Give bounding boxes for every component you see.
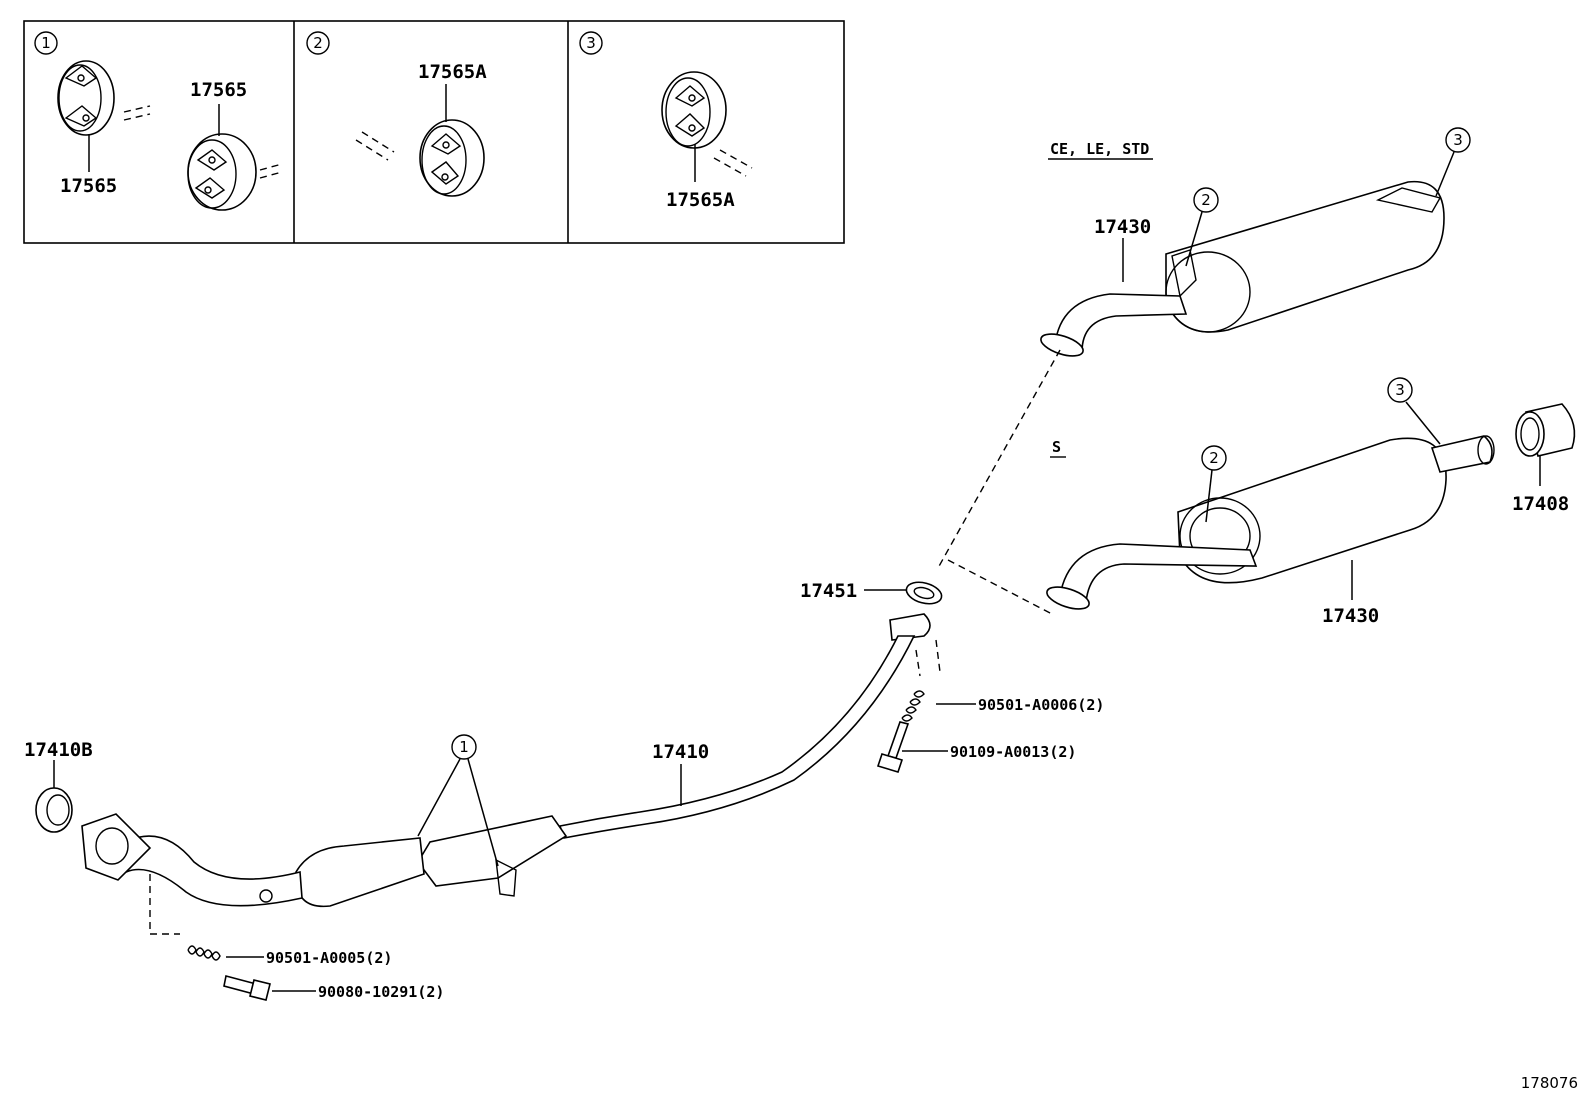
part-label: 17565A [666,189,735,211]
rubber-hanger-icon [57,60,115,136]
callout-circle [1201,445,1227,471]
tailpipe-tip [1515,403,1576,457]
gasket-ring-icon [35,787,73,833]
callout-circle [451,734,477,760]
inset-panel-1: 1 17565 17565 [34,31,283,211]
callout-number: 3 [586,34,596,52]
tail-muffler-upper [1040,180,1445,357]
inset-panel-2: 2 17565A [306,31,487,197]
callout-number: 1 [459,738,469,756]
part-label: 17565 [190,79,247,101]
callout-number: 2 [1209,449,1219,467]
callout-circle [1445,127,1471,153]
callout-number: 3 [1453,131,1463,149]
part-label: 17565 [60,175,117,197]
part-label-17410: 17410 [652,741,709,763]
part-label-spring-front: 90501-A0005(2) [266,949,392,967]
callout-number: 1 [41,34,51,52]
callout-circle [579,31,603,55]
bolt-icon [876,721,910,773]
part-label: 17565A [418,61,487,83]
callout-circle [1193,187,1219,213]
variant-label-lower: S [1052,438,1061,456]
bolt-icon [223,975,271,1001]
part-label-bolt-rear: 90109-A0013(2) [950,743,1076,761]
rubber-hanger-icon [661,71,727,149]
callout-number: 2 [1201,191,1211,209]
part-label-bolt-front: 90080-10291(2) [318,983,444,1001]
callout-number: 2 [313,34,323,52]
part-label-17430-lower: 17430 [1322,605,1379,627]
rubber-hanger-icon [419,119,485,197]
variant-label-upper: CE, LE, STD [1050,140,1149,158]
tail-muffler-lower [1046,435,1495,610]
part-label-17451: 17451 [800,580,857,602]
diagram-number: 178076 [1521,1074,1578,1092]
part-label-17430-upper: 17430 [1094,216,1151,238]
part-label-spring-rear: 90501-A0006(2) [978,696,1104,714]
part-label-17410B: 17410B [24,739,93,761]
inset-panel-3: 3 17565A [579,31,753,211]
spring-icon [187,945,221,961]
gasket-ring-icon [905,581,943,605]
rubber-hanger-icon [187,133,257,211]
part-label-17408: 17408 [1512,493,1569,515]
callout-circle [306,31,330,55]
callout-number: 3 [1395,381,1405,399]
callout-circle [34,31,58,55]
spring-icon [901,690,925,722]
front-exhaust-pipe [81,613,931,908]
hanger-inset-box [23,20,845,244]
callout-circle [1387,377,1413,403]
